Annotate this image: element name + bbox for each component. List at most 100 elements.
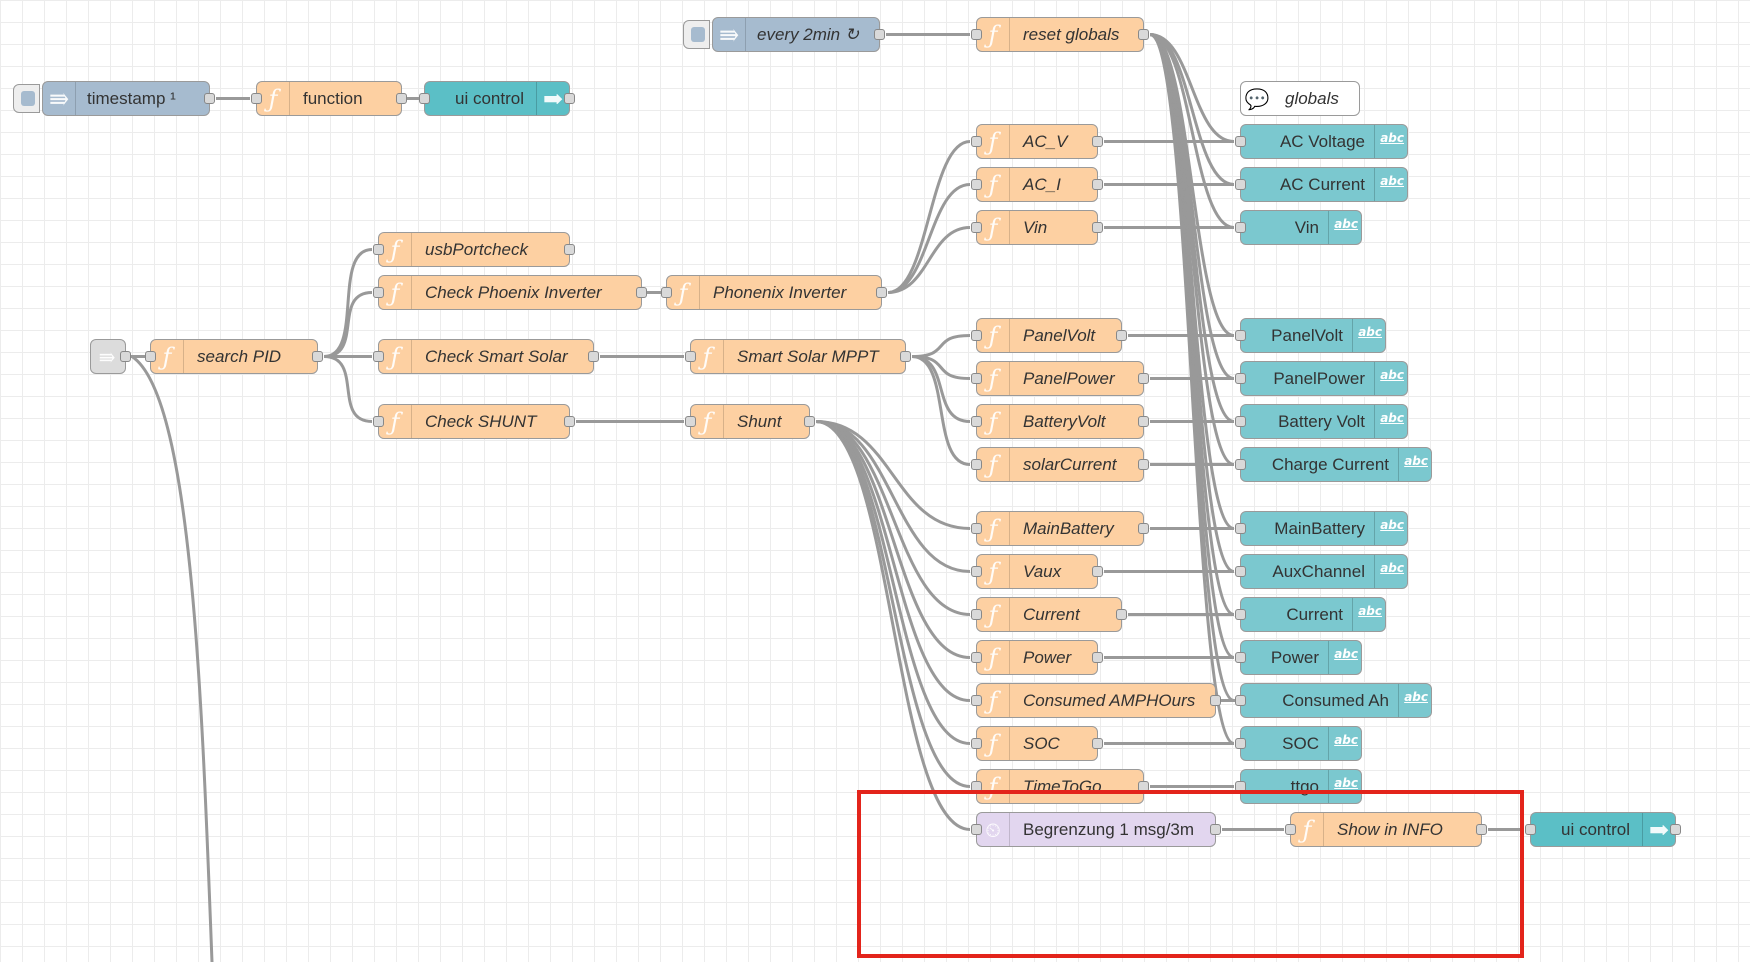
output-port[interactable] bbox=[1138, 523, 1149, 534]
function-node-search-pid[interactable]: ƒ search PID bbox=[145, 339, 323, 374]
input-port[interactable] bbox=[971, 179, 982, 190]
output-port[interactable] bbox=[1116, 330, 1127, 341]
input-port[interactable] bbox=[971, 652, 982, 663]
input-port[interactable] bbox=[1235, 136, 1246, 147]
wire[interactable] bbox=[887, 140, 971, 294]
text-node-battery-volt[interactable]: Battery Volt abc bbox=[1235, 404, 1408, 439]
input-port[interactable] bbox=[971, 566, 982, 577]
input-port[interactable] bbox=[1235, 330, 1246, 341]
function-node-solar-current[interactable]: ƒ solarCurrent bbox=[971, 447, 1149, 482]
input-port[interactable] bbox=[1235, 373, 1246, 384]
output-port[interactable] bbox=[120, 351, 131, 362]
text-node-charge-current[interactable]: Charge Current abc bbox=[1235, 447, 1432, 482]
input-port[interactable] bbox=[971, 609, 982, 620]
function-node-show-in-info[interactable]: ƒ Show in INFO bbox=[1285, 812, 1487, 847]
delay-node-begrenzung[interactable]: ⏲ Begrenzung 1 msg/3m bbox=[971, 812, 1221, 847]
wire[interactable] bbox=[323, 291, 373, 358]
input-port[interactable] bbox=[1235, 179, 1246, 190]
input-port[interactable] bbox=[971, 222, 982, 233]
input-port[interactable] bbox=[1235, 416, 1246, 427]
output-port[interactable] bbox=[1210, 824, 1221, 835]
output-port[interactable] bbox=[1092, 222, 1103, 233]
input-port[interactable] bbox=[971, 416, 982, 427]
wire[interactable] bbox=[323, 355, 373, 423]
input-port[interactable] bbox=[971, 824, 982, 835]
wire[interactable] bbox=[1149, 33, 1235, 229]
function-node-current[interactable]: ƒ Current bbox=[971, 597, 1127, 632]
input-port[interactable] bbox=[661, 287, 672, 298]
ui-control-node-top[interactable]: ui control ➡ bbox=[419, 81, 575, 116]
text-node-panel-volt[interactable]: PanelVolt abc bbox=[1235, 318, 1386, 353]
text-node-ac-current[interactable]: AC Current abc bbox=[1235, 167, 1408, 202]
text-node-aux-channel[interactable]: AuxChannel abc bbox=[1235, 554, 1408, 589]
text-node-soc[interactable]: SOC abc bbox=[1235, 726, 1362, 761]
function-node-check-smart-solar[interactable]: ƒ Check Smart Solar bbox=[373, 339, 599, 374]
input-port[interactable] bbox=[1235, 695, 1246, 706]
output-port[interactable] bbox=[1092, 566, 1103, 577]
output-port[interactable] bbox=[564, 93, 575, 104]
text-node-panel-power[interactable]: PanelPower abc bbox=[1235, 361, 1408, 396]
function-node-usb-portcheck[interactable]: ƒ usbPortcheck bbox=[373, 232, 575, 267]
wire[interactable] bbox=[815, 420, 971, 745]
text-node-power[interactable]: Power abc bbox=[1235, 640, 1362, 675]
inject-node-timestamp[interactable]: ⇛ timestamp ¹ bbox=[13, 81, 215, 116]
input-port[interactable] bbox=[373, 416, 384, 427]
inject-trigger-button[interactable] bbox=[683, 20, 710, 49]
text-node-current[interactable]: Current abc bbox=[1235, 597, 1386, 632]
inject-trigger-button[interactable] bbox=[13, 84, 40, 113]
function-node-reset-globals[interactable]: ƒ reset globals bbox=[971, 17, 1149, 52]
output-port[interactable] bbox=[396, 93, 407, 104]
output-port[interactable] bbox=[876, 287, 887, 298]
input-port[interactable] bbox=[971, 523, 982, 534]
input-port[interactable] bbox=[1285, 824, 1296, 835]
input-port[interactable] bbox=[971, 29, 982, 40]
function-node-main-battery[interactable]: ƒ MainBattery bbox=[971, 511, 1149, 546]
function-node-check-shunt[interactable]: ƒ Check SHUNT bbox=[373, 404, 575, 439]
output-port[interactable] bbox=[874, 29, 885, 40]
function-node-panel-volt[interactable]: ƒ PanelVolt bbox=[971, 318, 1127, 353]
function-node-panel-power[interactable]: ƒ PanelPower bbox=[971, 361, 1149, 396]
wire[interactable] bbox=[131, 355, 214, 962]
input-port[interactable] bbox=[373, 244, 384, 255]
input-port[interactable] bbox=[971, 330, 982, 341]
input-port[interactable] bbox=[971, 695, 982, 706]
wire[interactable] bbox=[911, 355, 971, 466]
function-node-battery-volt[interactable]: ƒ BatteryVolt bbox=[971, 404, 1149, 439]
input-port[interactable] bbox=[1235, 222, 1246, 233]
input-port[interactable] bbox=[971, 373, 982, 384]
output-port[interactable] bbox=[1138, 29, 1149, 40]
output-port[interactable] bbox=[1210, 695, 1221, 706]
input-port[interactable] bbox=[1235, 609, 1246, 620]
function-node-ac-i[interactable]: ƒ AC_I bbox=[971, 167, 1103, 202]
output-port[interactable] bbox=[1116, 609, 1127, 620]
input-port[interactable] bbox=[373, 351, 384, 362]
input-port[interactable] bbox=[1235, 652, 1246, 663]
function-node-ac-v[interactable]: ƒ AC_V bbox=[971, 124, 1103, 159]
function-node-shunt[interactable]: ƒ Shunt bbox=[685, 404, 815, 439]
wire[interactable] bbox=[815, 420, 971, 530]
output-port[interactable] bbox=[1092, 738, 1103, 749]
input-port[interactable] bbox=[971, 459, 982, 470]
input-port[interactable] bbox=[971, 136, 982, 147]
input-port[interactable] bbox=[971, 738, 982, 749]
input-port[interactable] bbox=[1235, 459, 1246, 470]
output-port[interactable] bbox=[1138, 373, 1149, 384]
output-port[interactable] bbox=[204, 93, 215, 104]
output-port[interactable] bbox=[900, 351, 911, 362]
function-node-function[interactable]: ƒ function bbox=[251, 81, 407, 116]
input-port[interactable] bbox=[685, 351, 696, 362]
input-port[interactable] bbox=[145, 351, 156, 362]
wire[interactable] bbox=[815, 420, 971, 831]
inject-node-every-2min[interactable]: ⇛ every 2min ↻ bbox=[683, 17, 885, 52]
input-port[interactable] bbox=[1525, 824, 1536, 835]
wire[interactable] bbox=[815, 420, 971, 702]
wire[interactable] bbox=[887, 226, 971, 294]
link-in-node[interactable]: ⇛ bbox=[90, 339, 131, 374]
output-port[interactable] bbox=[1092, 179, 1103, 190]
output-port[interactable] bbox=[636, 287, 647, 298]
output-port[interactable] bbox=[1476, 824, 1487, 835]
output-port[interactable] bbox=[1092, 136, 1103, 147]
function-node-soc[interactable]: ƒ SOC bbox=[971, 726, 1103, 761]
output-port[interactable] bbox=[1670, 824, 1681, 835]
wire[interactable] bbox=[1149, 33, 1235, 573]
